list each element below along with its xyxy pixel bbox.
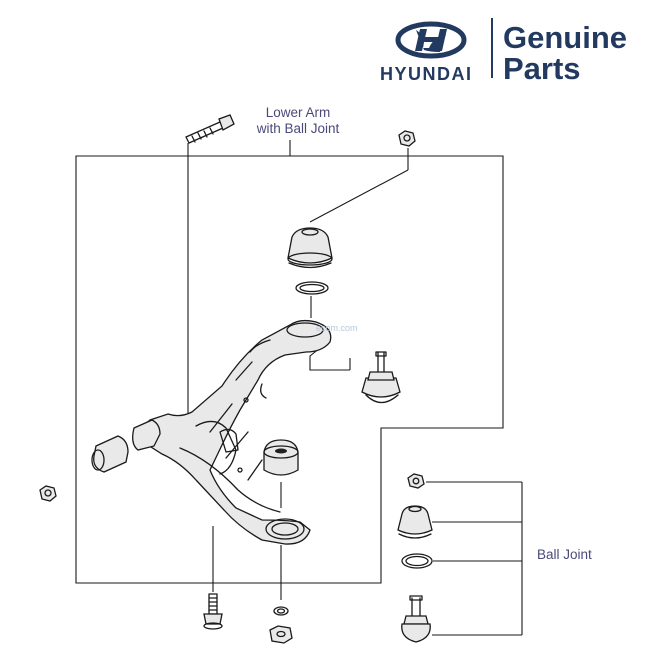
lower-arm-sublabel: with Ball Joint <box>256 121 340 136</box>
snap-ring <box>295 281 329 295</box>
genuine-title: Genuine <box>503 20 627 55</box>
brand-name: HYUNDAI <box>380 64 473 84</box>
top-nut-leader-diag <box>309 169 409 223</box>
bottom-bolt <box>203 593 223 630</box>
rear-bushing <box>263 439 299 476</box>
kit-snap-ring <box>401 553 433 569</box>
bottom-washer <box>273 606 289 616</box>
upper-bolt <box>185 114 235 144</box>
bottom-nut <box>269 625 293 644</box>
kit-nut <box>407 473 425 489</box>
kit-ball-stud <box>401 595 431 643</box>
dust-boot <box>287 227 333 269</box>
lower-control-arm <box>139 319 332 545</box>
hyundai-logo <box>395 21 467 59</box>
ball-joint-label: Ball Joint <box>537 547 592 562</box>
lower-arm-label: Lower Arm <box>266 105 331 120</box>
kit-dust-boot <box>397 505 433 539</box>
ball-joint-stud <box>361 351 401 404</box>
lower-arm-bracket <box>75 155 504 584</box>
left-nut <box>39 485 57 502</box>
parts-title: Parts <box>503 51 581 86</box>
top-nut <box>398 130 416 147</box>
ball-joint-leaders <box>426 481 523 636</box>
watermark: ecom.com <box>316 323 358 333</box>
front-bushing <box>91 419 161 473</box>
